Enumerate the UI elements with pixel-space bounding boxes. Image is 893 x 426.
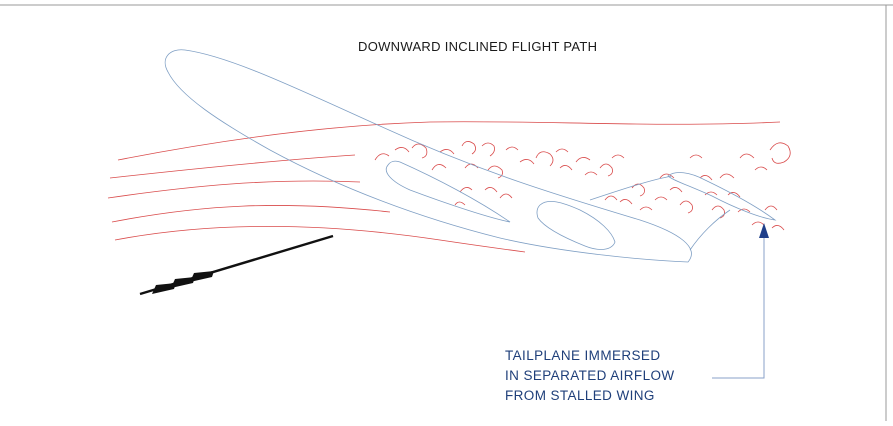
- eddy: [659, 173, 675, 179]
- eddy: [499, 193, 513, 199]
- leader-line: [712, 238, 765, 379]
- flight-direction-arrow: [139, 234, 334, 296]
- eddy: [699, 175, 713, 181]
- eddy: [559, 165, 573, 171]
- eddy: [374, 153, 390, 161]
- eddy: [751, 221, 765, 226]
- arrow-head: [152, 283, 176, 294]
- eddy: [481, 142, 495, 157]
- eddy: [611, 154, 625, 159]
- callout-leader: [712, 223, 769, 379]
- streamline: [107, 180, 361, 199]
- aircraft-outline: [164, 49, 777, 263]
- diagram-title: DOWNWARD INCLINED FLIGHT PATH: [358, 39, 597, 54]
- engine-nacelle: [536, 200, 616, 250]
- eddy: [737, 208, 751, 213]
- eddy: [484, 187, 498, 193]
- streamline: [114, 226, 526, 253]
- streamline: [111, 205, 391, 223]
- eddy: [604, 195, 618, 201]
- turbulent-wake: [374, 141, 791, 231]
- eddy: [535, 151, 554, 167]
- eddy: [679, 200, 693, 214]
- arrow-head: [190, 271, 214, 282]
- tail-fin-edge: [689, 209, 731, 251]
- airflow-streamlines: [107, 121, 781, 253]
- eddy: [739, 153, 755, 159]
- eddy: [769, 142, 791, 164]
- eddy: [454, 201, 466, 206]
- eddy: [689, 154, 703, 159]
- eddy: [461, 141, 476, 155]
- eddy: [394, 147, 410, 153]
- eddy: [487, 165, 503, 179]
- callout-arrowhead: [759, 223, 769, 238]
- eddy: [727, 192, 741, 198]
- eddy: [719, 173, 735, 179]
- streamline: [117, 121, 781, 161]
- tail-boom: [589, 175, 673, 201]
- eddy: [439, 149, 455, 155]
- eddy: [575, 157, 591, 163]
- tailplane: [667, 172, 777, 221]
- eddy: [411, 143, 428, 159]
- eddy: [639, 206, 653, 211]
- eddy: [631, 183, 645, 197]
- fuselage: [164, 49, 692, 263]
- arrow-head: [171, 277, 195, 288]
- eddy: [505, 146, 519, 151]
- eddy: [619, 199, 633, 205]
- callout-label: TAILPLANE IMMERSED IN SEPARATED AIRFLOW …: [505, 348, 675, 403]
- frame: [0, 4, 893, 421]
- eddy: [754, 166, 768, 171]
- eddy: [599, 163, 613, 177]
- eddy: [654, 196, 668, 201]
- eddy: [704, 191, 718, 196]
- eddy: [584, 171, 598, 176]
- callout-line-2: IN SEPARATED AIRFLOW: [505, 368, 675, 383]
- eddy: [711, 205, 725, 219]
- streamline: [109, 154, 356, 179]
- eddy: [431, 164, 447, 171]
- wing: [385, 160, 511, 223]
- eddy: [555, 148, 569, 153]
- eddy: [459, 187, 473, 193]
- eddy: [519, 159, 535, 165]
- callout-line-1: TAILPLANE IMMERSED: [505, 348, 660, 363]
- eddy: [669, 187, 683, 193]
- callout-line-3: FROM STALLED WING: [505, 388, 655, 403]
- eddy: [771, 225, 785, 231]
- eddy: [764, 205, 778, 211]
